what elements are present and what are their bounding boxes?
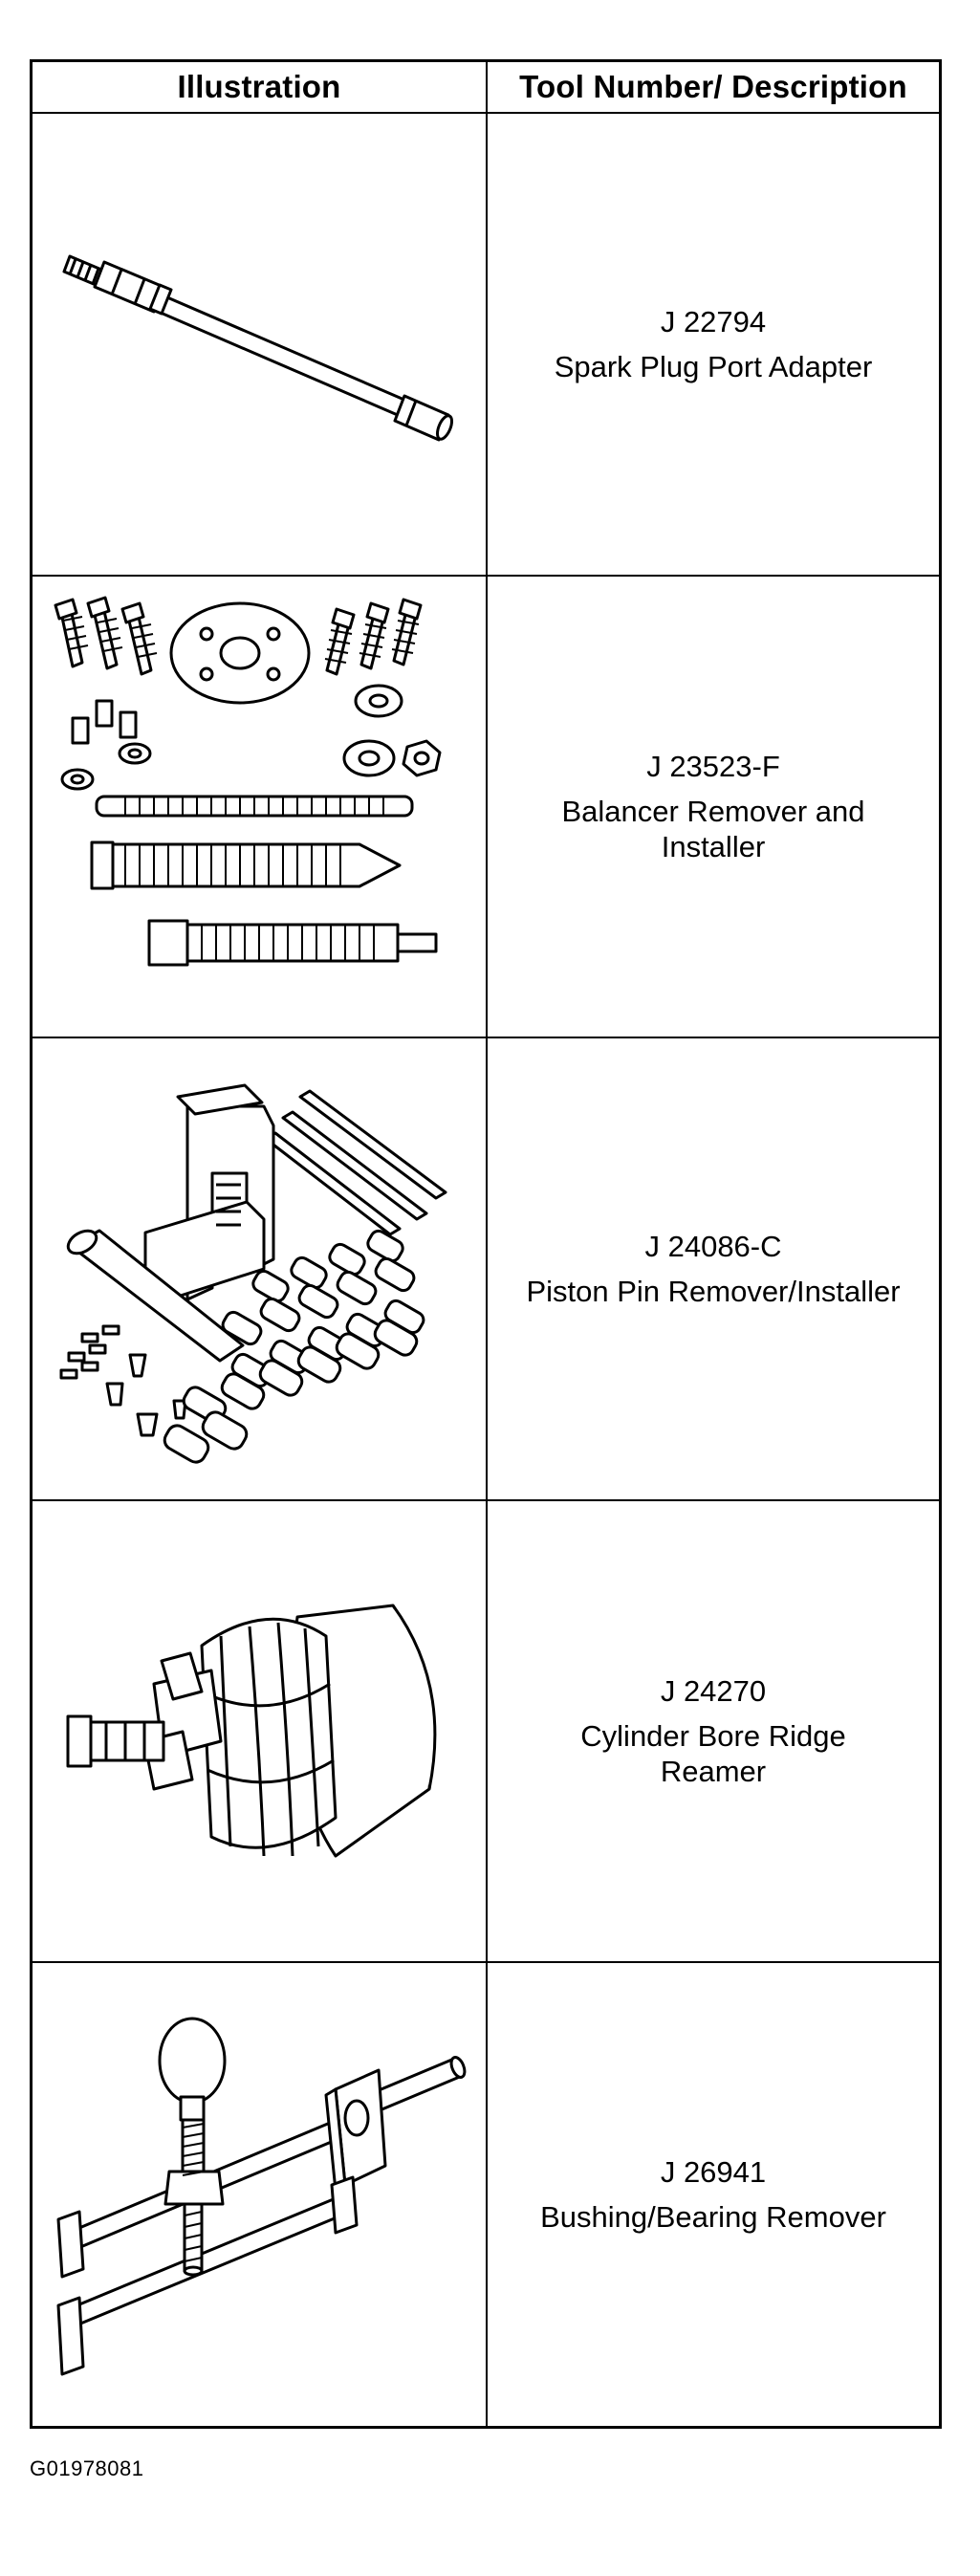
tool-number: J 24086-C [644, 1229, 782, 1263]
description-cell: J 22794 Spark Plug Port Adapter [488, 114, 939, 577]
tool-description: Spark Plug Port Adapter [554, 349, 873, 383]
header-tool-number-description: Tool Number/ Description [488, 62, 939, 114]
spark-plug-port-adapter-drawing [62, 254, 454, 442]
tool-description: Bushing/Bearing Remover [540, 2200, 886, 2235]
header-illustration: Illustration [33, 62, 488, 114]
tool-table: Illustration Tool Number/ Description [30, 59, 942, 2429]
tool-description: Piston Pin Remover/Installer [526, 1274, 901, 1308]
illustration-cell [33, 576, 488, 1039]
tool-number: J 22794 [660, 304, 767, 338]
piston-pin-remover-installer-drawing [59, 1083, 447, 1464]
tool-number: J 26941 [660, 2155, 767, 2189]
description-cell: J 24270 Cylinder Bore Ridge Reamer [488, 1501, 939, 1964]
illustration-cell [33, 114, 488, 577]
illustration-cell [33, 1500, 488, 1964]
cylinder-bore-ridge-reamer-drawing [66, 1604, 437, 1858]
balancer-remover-installer-drawing [54, 596, 442, 967]
description-cell: J 24086-C Piston Pin Remover/Installer [488, 1038, 939, 1501]
description-cell: J 26941 Bushing/Bearing Remover [488, 1963, 939, 2426]
bushing-bearing-remover-drawing [56, 2017, 467, 2376]
figure-id: G01978081 [30, 2456, 144, 2480]
illustration-cell [33, 1963, 488, 2426]
tool-number: J 24270 [660, 1673, 767, 1708]
description-cell: J 23523-F Balancer Remover and Installer [488, 577, 939, 1039]
tool-description: Balancer Remover and Installer [561, 794, 865, 863]
tool-description: Cylinder Bore Ridge Reamer [580, 1719, 846, 1789]
illustration-cell [33, 1038, 488, 1501]
tool-number: J 23523-F [646, 749, 780, 783]
